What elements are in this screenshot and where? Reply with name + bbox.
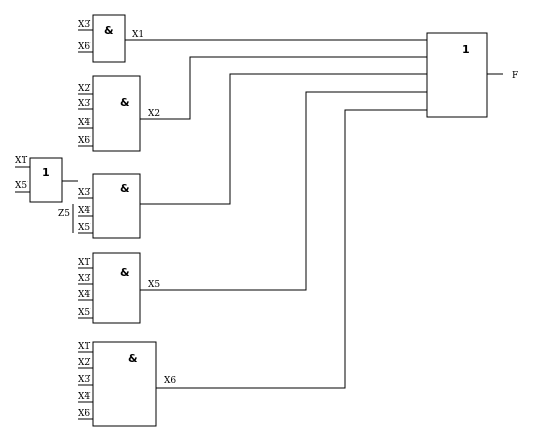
and-gate-4: & X1 X3 X4 X5 X5 xyxy=(78,252,160,324)
input-label: X4 xyxy=(78,290,90,300)
input-label: X3 xyxy=(78,99,90,109)
input-label: X1 xyxy=(78,342,90,352)
input-label: X3 xyxy=(78,375,90,385)
input-label: X3 xyxy=(78,20,90,30)
gate-symbol: 1 xyxy=(462,43,470,56)
gate-symbol: & xyxy=(128,352,138,365)
input-label: X5 xyxy=(15,181,27,191)
z5-label: Z5 xyxy=(58,209,70,219)
output-label: X2 xyxy=(148,109,160,119)
and-gate-5: & X1 X2 X3 X4 X6 X6 xyxy=(78,341,176,427)
and-gate-2: & X2 X3 X4 X6 X2 xyxy=(78,75,160,152)
input-label: X1 xyxy=(15,156,27,166)
input-label: X6 xyxy=(78,136,90,146)
input-label: X3 xyxy=(78,274,90,284)
output-label: X6 xyxy=(164,376,176,386)
input-label: X4 xyxy=(78,118,90,128)
gate-symbol: & xyxy=(120,266,130,279)
or-gate-small: 1 X1 X5 xyxy=(15,156,63,203)
input-label: X2 xyxy=(78,84,90,94)
gate-symbol: & xyxy=(104,24,114,37)
input-label: X5 xyxy=(78,308,90,318)
wires xyxy=(62,39,503,389)
wire-g2-out xyxy=(140,56,427,120)
input-label: X2 xyxy=(78,358,90,368)
or-gate-main: 1 F xyxy=(426,32,518,118)
input-label: X4 xyxy=(78,206,90,216)
input-label: X5 xyxy=(78,223,90,233)
and-gate-3: & X3 X4 X5 Z5 xyxy=(58,173,141,239)
wire-g4-out xyxy=(140,91,427,291)
input-label: X4 xyxy=(78,392,90,402)
gate-symbol: & xyxy=(120,182,130,195)
gate-symbol: 1 xyxy=(42,166,50,179)
input-label: X3 xyxy=(78,188,90,198)
and-gate-1: & X3 X6 X1 xyxy=(78,14,144,63)
output-label: X1 xyxy=(132,30,144,40)
input-label: X6 xyxy=(78,42,90,52)
input-label: X6 xyxy=(78,409,90,419)
output-label: F xyxy=(512,71,518,81)
wire-g5-out xyxy=(156,109,427,389)
input-label: X1 xyxy=(78,258,90,268)
output-label: X5 xyxy=(148,280,160,290)
wire-g3-out xyxy=(140,73,427,205)
gate-symbol: & xyxy=(120,96,130,109)
